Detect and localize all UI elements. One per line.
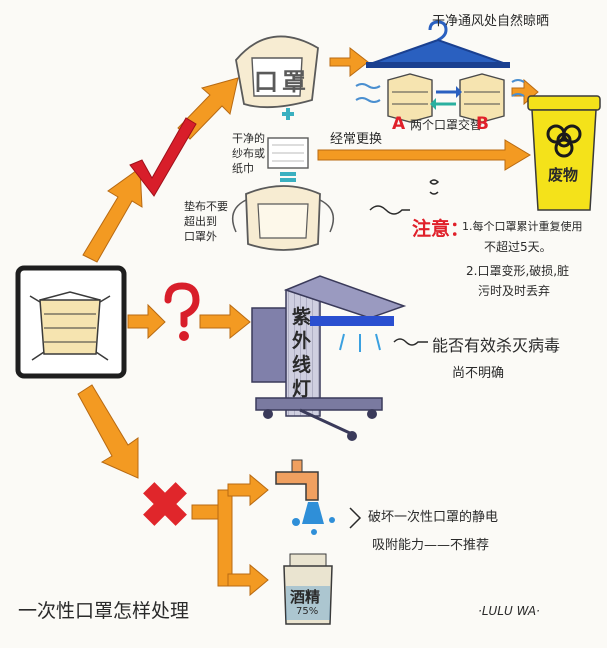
alcohol-note-line2: 吸附能力——不推荐 (372, 538, 490, 553)
swap-arrows-icon (430, 86, 462, 110)
lamp-label-3: 线 (292, 354, 312, 376)
arrow-to-bottle (227, 563, 269, 597)
lamp-note-line2: 尚不明确 (452, 366, 505, 381)
arrow-change-to-bin (317, 139, 531, 171)
cloth-label-3: 纸巾 (232, 162, 254, 175)
biohazard-icon (546, 124, 582, 158)
equals-icon (280, 172, 296, 182)
question-icon (164, 282, 200, 341)
bracket-vertical (217, 489, 233, 587)
lamp-label-2: 外 (292, 330, 312, 352)
plus-icon (282, 108, 294, 120)
top-mask (235, 35, 319, 109)
alcohol-bottle-icon (283, 553, 333, 625)
inner-mask (231, 185, 335, 251)
inner-label-2: 超出到 (184, 215, 217, 228)
bottle-sub-label: 75% (296, 606, 319, 617)
uv-rays (339, 333, 381, 352)
mask-b-label: B (476, 114, 489, 134)
arrow-to-lamp (199, 303, 251, 340)
top-mask-label: 口罩 (254, 68, 310, 96)
arrow-to-faucet (227, 473, 269, 507)
notice-heading: 注意： (412, 218, 470, 240)
central-mask (15, 265, 127, 379)
bin-label: 废物 (548, 166, 579, 184)
mask-a-label: A (392, 114, 406, 134)
rotate-label: 两个口罩交替 (410, 118, 483, 132)
cloth-label-1: 干净的 (232, 132, 265, 145)
alcohol-note-line1: 破坏一次性口罩的静电 (368, 510, 499, 525)
faucet-icon (275, 459, 319, 501)
bottle-label: 酒精 (290, 588, 321, 606)
rotate-mask-b (459, 73, 505, 123)
mask-icon (29, 291, 111, 361)
cloth-label-2: 纱布或 (232, 147, 265, 160)
signature: ·LULU WA· (478, 604, 540, 618)
notice-item1-line1: 1.每个口罩累计重复使用 (462, 220, 583, 233)
arrow-to-check (82, 167, 143, 263)
cross-icon (143, 482, 187, 526)
dry-label: 干净通风处自然晾晒 (432, 14, 550, 29)
notice-item2-line1: 2.口罩变形,破损,脏 (466, 264, 570, 278)
inner-label-3: 口罩外 (184, 230, 217, 243)
wind-lines (355, 79, 525, 103)
biohazard-bin (527, 95, 601, 211)
connectors (349, 179, 440, 529)
inner-label-1: 垫布不要 (184, 200, 228, 213)
hanger-icon (366, 20, 510, 68)
arrow-to-hanger (329, 46, 369, 78)
lamp-note-line1: 能否有效杀灭病毒 (432, 336, 561, 355)
rotate-mask-a (387, 73, 433, 123)
arrow-to-cross (77, 384, 139, 479)
change-label: 经常更换 (330, 132, 383, 147)
lamp-label-4: 灯 (292, 378, 312, 400)
lamp-label-1: 紫 (292, 306, 312, 328)
arrows (77, 46, 539, 597)
water-drops (292, 502, 335, 535)
arrow-to-question (127, 303, 166, 340)
check-icon (129, 117, 197, 197)
cloth-pad (267, 137, 309, 169)
uv-lamp-icon (251, 275, 407, 441)
notice-item1-line2: 不超过5天。 (484, 240, 552, 254)
notice-item2-line2: 污时及时丢弃 (478, 284, 551, 298)
page-title: 一次性口罩怎样处理 (18, 600, 190, 622)
